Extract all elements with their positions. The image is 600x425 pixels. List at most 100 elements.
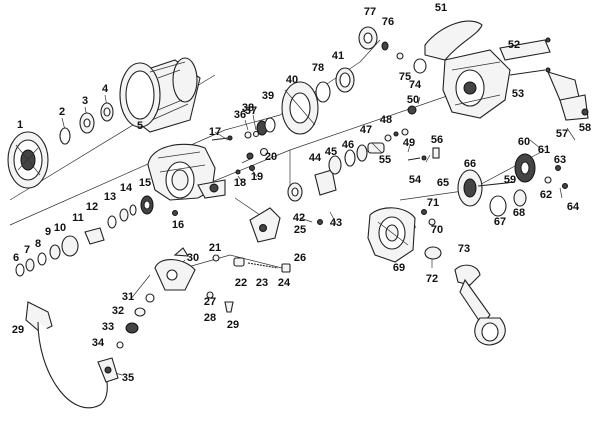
oscillation-screws-48-55 xyxy=(401,105,440,161)
callout-label: 37 xyxy=(245,105,257,117)
callout-label: 62 xyxy=(540,189,552,201)
callout-label: 29 xyxy=(12,324,24,336)
callout-label: 15 xyxy=(139,177,151,189)
cover-screws-70-71 xyxy=(421,209,436,226)
bearings-67-68 xyxy=(489,189,527,217)
body-cover-51 xyxy=(424,20,483,61)
bail-wire-part xyxy=(25,301,119,409)
callout-label: 64 xyxy=(567,201,580,213)
callout-label: 23 xyxy=(256,277,268,289)
clutch-parts-38-39 xyxy=(256,117,276,136)
spool-ring-part xyxy=(100,102,114,122)
callout-label: 75 xyxy=(399,71,411,83)
drive-gear-65-66 xyxy=(457,169,516,207)
callout-label: 74 xyxy=(409,79,422,91)
callout-label: 13 xyxy=(104,191,116,203)
callout-label: 22 xyxy=(235,277,247,289)
callout-label: 70 xyxy=(431,224,443,236)
bail-hardware-column xyxy=(116,291,234,349)
callout-label: 44 xyxy=(309,152,322,164)
callout-label: 8 xyxy=(35,238,41,250)
callout-label: 50 xyxy=(407,94,419,106)
callout-label: 7 xyxy=(24,244,30,256)
side-cap-59-61 xyxy=(514,153,536,183)
callout-label: 21 xyxy=(209,242,221,254)
callout-label: 51 xyxy=(435,2,447,14)
callout-label: 42 xyxy=(293,212,305,224)
callout-label: 11 xyxy=(72,212,84,224)
callout-label: 3 xyxy=(82,95,88,107)
bail-arm-part xyxy=(249,207,281,243)
callout-label: 1 xyxy=(17,119,23,131)
callout-label: 16 xyxy=(172,219,184,231)
callout-label: 67 xyxy=(494,216,506,228)
rear-cover-57-58 xyxy=(547,71,589,121)
callout-label: 4 xyxy=(102,83,109,95)
reel-body-part xyxy=(442,49,511,119)
callout-label: 30 xyxy=(187,252,199,264)
callout-label: 34 xyxy=(92,337,105,349)
callout-label: 43 xyxy=(330,217,342,229)
callout-label: 76 xyxy=(382,16,394,28)
callout-label: 63 xyxy=(554,154,566,166)
callout-label: 57 xyxy=(556,128,568,140)
callout-label: 73 xyxy=(458,243,470,255)
rotor-part xyxy=(147,143,226,201)
callout-label: 29 xyxy=(227,319,239,331)
callout-label: 10 xyxy=(54,222,66,234)
small-screw-16 xyxy=(172,210,178,216)
callout-label: 18 xyxy=(234,177,246,189)
drag-washer-part xyxy=(59,127,71,145)
callout-label: 35 xyxy=(122,372,134,384)
callout-label: 48 xyxy=(380,114,392,126)
screw-group-17-20 xyxy=(211,130,269,175)
callout-label: 14 xyxy=(120,182,133,194)
callout-label: 56 xyxy=(431,134,443,146)
callout-label: 72 xyxy=(426,273,438,285)
callout-label: 66 xyxy=(464,158,476,170)
callout-label: 12 xyxy=(86,201,98,213)
callout-label: 58 xyxy=(579,122,591,134)
callout-label: 60 xyxy=(518,136,530,148)
handle-cap-72 xyxy=(424,246,442,260)
small-bits-62-64 xyxy=(544,165,568,189)
callout-label: 47 xyxy=(360,124,372,136)
callout-label: 53 xyxy=(512,88,524,100)
callout-label: 41 xyxy=(332,50,344,62)
callout-label: 9 xyxy=(45,226,51,238)
callout-label: 40 xyxy=(286,74,298,86)
callout-label: 32 xyxy=(112,305,124,317)
callout-label: 61 xyxy=(538,144,550,156)
oscillation-slider-75-77 xyxy=(358,26,427,74)
callout-label: 71 xyxy=(427,197,439,209)
callout-label: 68 xyxy=(513,207,525,219)
callout-label: 65 xyxy=(437,177,449,189)
bail-support-part xyxy=(154,247,196,291)
spool-part xyxy=(119,57,201,133)
callout-label: 78 xyxy=(312,62,324,74)
rotor-nut-part xyxy=(140,195,154,215)
bearing-41 xyxy=(335,67,355,93)
callout-label: 52 xyxy=(508,39,520,51)
callout-label: 6 xyxy=(13,252,19,264)
drag-knob-part xyxy=(7,131,49,189)
pinion-gear-42 xyxy=(287,182,303,202)
callout-label: 25 xyxy=(294,224,306,236)
line-roller-assembly xyxy=(212,254,291,273)
callout-label: 46 xyxy=(342,139,354,151)
callout-label: 77 xyxy=(364,6,376,18)
callout-label: 19 xyxy=(251,171,263,183)
callout-label: 69 xyxy=(393,262,405,274)
callout-label: 59 xyxy=(504,174,516,186)
callout-label: 5 xyxy=(137,120,143,132)
callout-label: 24 xyxy=(278,277,291,289)
callout-label: 33 xyxy=(102,321,114,333)
foot-and-screws xyxy=(499,37,551,76)
callout-label: 31 xyxy=(122,291,134,303)
bearing-ring-78 xyxy=(315,81,331,103)
callout-label: 54 xyxy=(409,174,422,186)
main-shaft-assembly xyxy=(314,131,399,225)
gear-side-cover-69 xyxy=(367,207,416,263)
